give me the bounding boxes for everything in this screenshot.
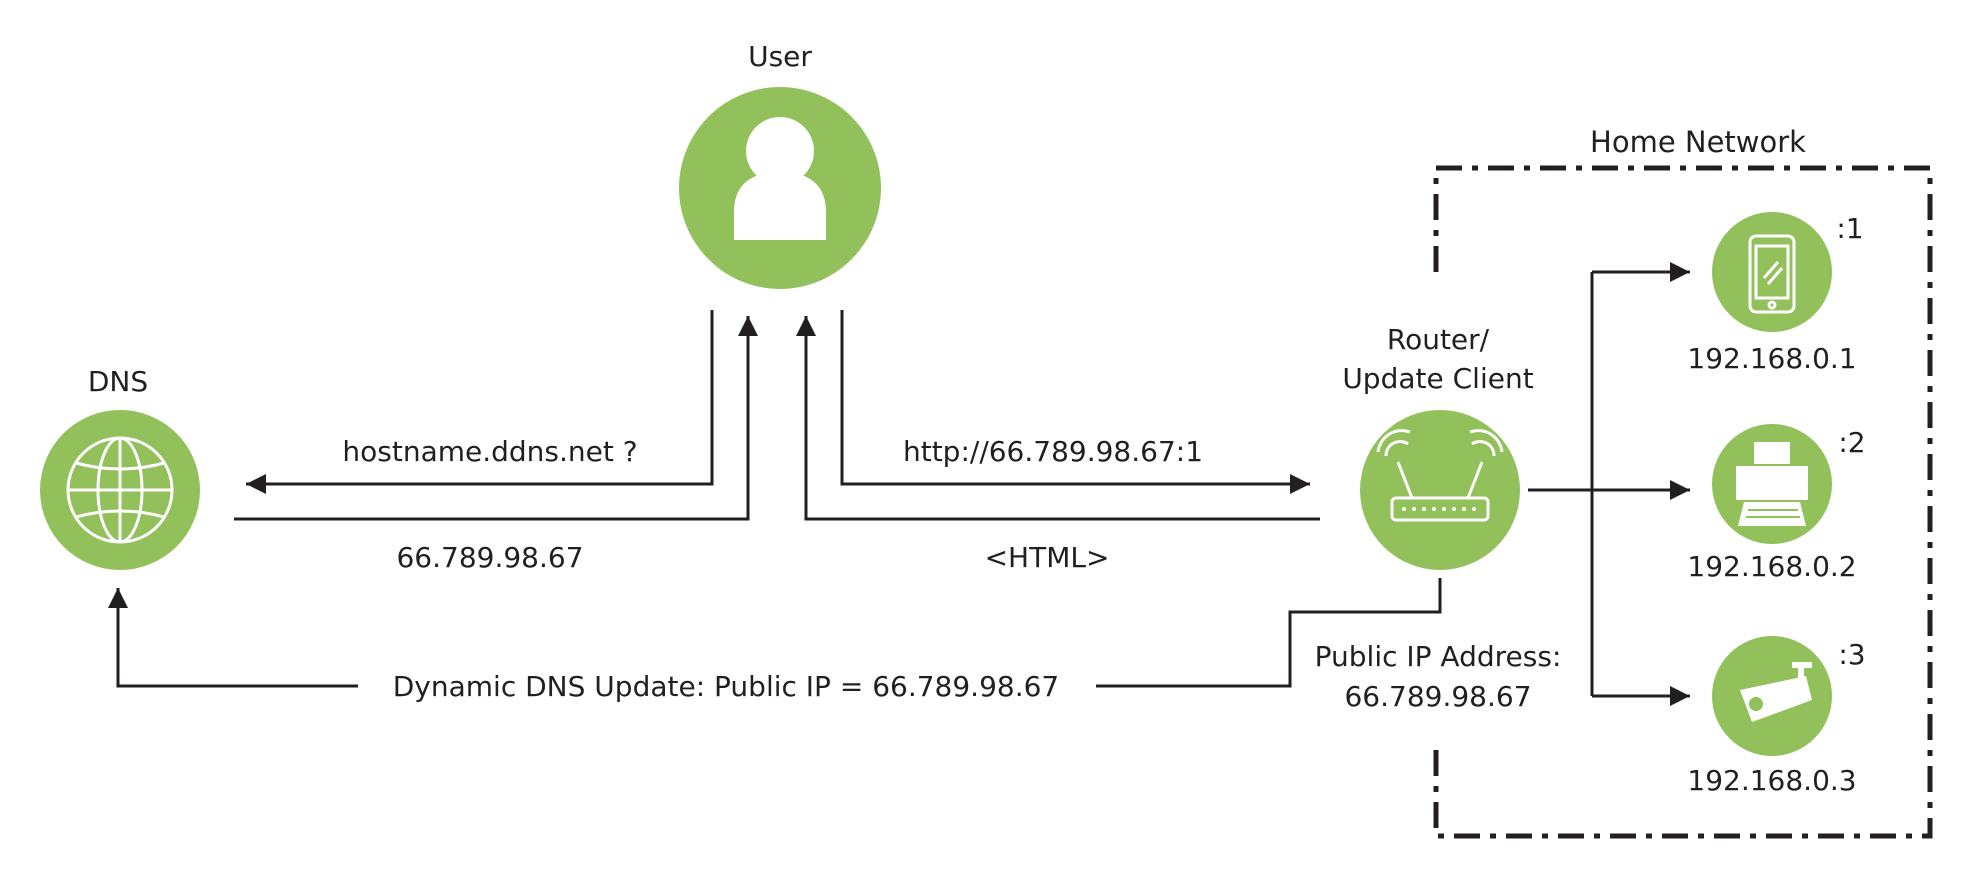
- device-3-ip: 192.168.0.3: [1687, 764, 1856, 797]
- dns-label: DNS: [88, 365, 148, 398]
- home-network-boundary: [1433, 165, 1933, 839]
- public-ip-label: Public IP Address:: [1315, 640, 1562, 673]
- device-1-ip: 192.168.0.1: [1687, 342, 1856, 375]
- device-3-port: :3: [1838, 638, 1865, 671]
- globe-icon: [66, 436, 174, 544]
- router-icon: [1376, 429, 1504, 522]
- dns-node: [40, 410, 200, 570]
- device-2-ip: 192.168.0.2: [1687, 550, 1856, 583]
- ddns-update-arrow: [108, 588, 358, 688]
- ddns-update-line-right: [1096, 578, 1442, 688]
- router-label-line1: Router/: [1387, 323, 1490, 356]
- router-node: [1360, 410, 1520, 570]
- user-node: [679, 87, 881, 289]
- user-icon: [734, 117, 826, 240]
- http-request-label: http://66.789.98.67:1: [903, 435, 1203, 468]
- device-1-port: :1: [1836, 212, 1863, 245]
- device-2-port: :2: [1838, 426, 1865, 459]
- user-label: User: [748, 40, 812, 73]
- dns-response-arrow: [234, 316, 758, 521]
- printer-icon: [1736, 442, 1808, 526]
- dns-response-label: 66.789.98.67: [396, 541, 583, 574]
- dns-query-arrow: [246, 310, 714, 494]
- dns-query-label: hostname.ddns.net ?: [342, 435, 637, 468]
- device-1-node: [1712, 212, 1832, 332]
- public-ip-value: 66.789.98.67: [1344, 680, 1531, 713]
- ddns-update-label: Dynamic DNS Update: Public IP = 66.789.9…: [393, 670, 1060, 703]
- http-response-label: <HTML>: [985, 541, 1110, 574]
- router-label-line2: Update Client: [1342, 362, 1533, 395]
- home-network-label: Home Network: [1590, 125, 1806, 159]
- smartphone-icon: [1748, 234, 1796, 314]
- http-response-arrow: [796, 316, 1320, 521]
- device-2-node: [1712, 424, 1832, 544]
- device-3-node: [1712, 636, 1832, 756]
- http-request-arrow: [840, 310, 1310, 494]
